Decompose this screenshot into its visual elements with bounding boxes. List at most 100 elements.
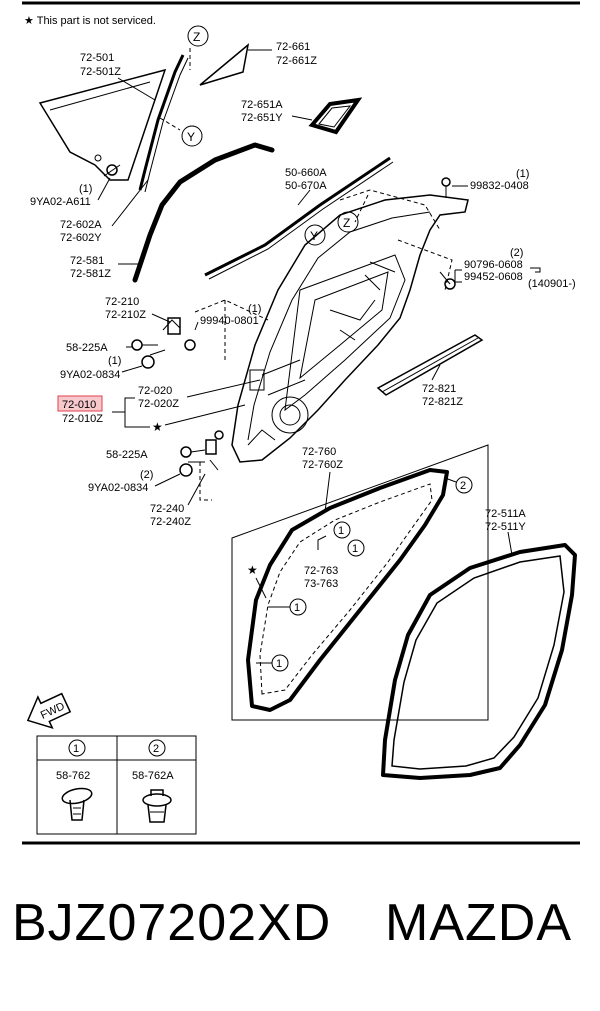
door-weatherstrip[interactable] [246, 468, 449, 712]
fwd-arrow-icon: FWD [26, 692, 72, 730]
door-panel[interactable] [231, 194, 469, 463]
label-72-661: 72-661 [276, 41, 310, 53]
parts-diagram: ★ This part is not serviced. 72-501 72-5… [22, 1, 580, 845]
bolt-9ya02-0834-lower[interactable] [179, 461, 205, 477]
marker-y-top: Y [159, 117, 203, 147]
body-weatherstrip[interactable] [381, 543, 577, 780]
label-72-010: 72-010 [62, 399, 96, 411]
qty-99832: (1) [516, 168, 529, 180]
label-9ya02-0834-lower: 9YA02-0834 [88, 482, 148, 494]
svg-text:2: 2 [153, 743, 159, 755]
label-58-225a-lower: 58-225A [106, 449, 148, 461]
footer-part-number: BJZ07202XD [12, 894, 332, 952]
svg-text:1: 1 [294, 602, 300, 614]
label-72-661z: 72-661Z [276, 55, 317, 67]
label-99452-0608: 99452-0608 [464, 271, 523, 283]
glass-channel[interactable] [138, 54, 189, 193]
label-99940-0801: 99940-0801 [200, 315, 259, 327]
label-58-225a-upper: 58-225A [66, 342, 108, 354]
svg-text:1: 1 [338, 525, 344, 537]
highlight-72-010[interactable] [57, 395, 103, 412]
marker-z-mid: Z [337, 211, 359, 233]
run-channel[interactable] [132, 142, 275, 283]
svg-text:Y: Y [310, 229, 318, 243]
marker-y-mid: Y [304, 224, 326, 246]
label-72-760: 72-760 [302, 446, 336, 458]
corner-weatherstrip[interactable] [308, 97, 363, 135]
marker-1-d: 1 [271, 654, 289, 672]
clip-2-number: 2 [148, 739, 166, 757]
svg-text:FWD: FWD [39, 700, 67, 721]
service-note: ★ This part is not serviced. [24, 15, 156, 27]
label-72-602y: 72-602Y [60, 232, 102, 244]
svg-text:1: 1 [276, 658, 282, 670]
svg-text:Z: Z [343, 216, 350, 230]
footer: BJZ07202XD MAZDA [0, 893, 600, 973]
label-72-240: 72-240 [150, 503, 184, 515]
clip-2-icon[interactable] [142, 789, 172, 823]
label-90796-0608: 90796-0608 [464, 259, 523, 271]
qty-9ya02-0834-upper: (1) [108, 355, 121, 367]
label-72-581: 72-581 [70, 255, 104, 267]
bolt-99832-0408[interactable] [441, 177, 451, 198]
quarter-glass[interactable] [199, 43, 250, 86]
label-72-821: 72-821 [422, 383, 456, 395]
label-72-763: 72-763 [304, 565, 338, 577]
bolt-90796-0608[interactable] [439, 271, 456, 290]
label-72-020: 72-020 [138, 385, 172, 397]
marker-2-a: 2 [455, 476, 473, 494]
label-72-010z: 72-010Z [62, 413, 103, 425]
label-72-602a: 72-602A [60, 219, 102, 231]
qty-9ya02-0834-lower: (2) [140, 469, 153, 481]
marker-1-b: 1 [347, 539, 365, 557]
label-50-670a: 50-670A [285, 180, 327, 192]
label-72-210: 72-210 [105, 296, 139, 308]
label-72-651y: 72-651Y [241, 112, 283, 124]
marker-z-top: Z [187, 25, 209, 70]
label-72-501: 72-501 [80, 52, 114, 64]
svg-text:Z: Z [193, 30, 200, 44]
footer-brand: MAZDA [385, 894, 572, 952]
label-72-240z: 72-240Z [150, 516, 191, 528]
label-9ya02-a611: 9YA02-A611 [30, 196, 91, 208]
clip-2-part: 58-762A [132, 770, 174, 782]
belt-moulding[interactable] [204, 156, 394, 280]
svg-text:1: 1 [73, 743, 79, 755]
label-72-511a: 72-511A [485, 508, 526, 520]
clip-72-763[interactable] [317, 535, 327, 550]
qty-90796: (2) [510, 247, 523, 259]
label-72-821z: 72-821Z [422, 396, 463, 408]
label-72-020z: 72-020Z [138, 398, 179, 410]
label-72-760z: 72-760Z [302, 459, 343, 471]
clip-1-icon[interactable] [61, 786, 93, 821]
label-72-210z: 72-210Z [105, 309, 146, 321]
bolt-9ya02-0834-upper[interactable] [141, 349, 166, 369]
label-73-763: 73-763 [304, 578, 338, 590]
inset-box [231, 444, 489, 721]
svg-text:2: 2 [460, 480, 466, 492]
qty-9ya02-a611: (1) [79, 183, 92, 195]
door-trim-strip[interactable] [376, 334, 484, 396]
upper-hinge[interactable] [162, 317, 196, 351]
label-72-581z: 72-581Z [70, 268, 111, 280]
star-weatherstrip: ★ [247, 563, 258, 577]
label-72-501z: 72-501Z [80, 66, 121, 78]
label-140901: (140901-) [528, 278, 576, 290]
lower-hinge[interactable] [205, 430, 224, 471]
qty-99940: (1) [248, 303, 261, 315]
marker-1-c: 1 [289, 598, 307, 616]
clip-1-part: 58-762 [56, 770, 90, 782]
star-door-assembly: ★ [152, 420, 163, 434]
label-9ya02-0834-upper: 9YA02-0834 [60, 369, 120, 381]
bolt-9ya02-a611[interactable] [94, 154, 121, 177]
svg-text:Y: Y [187, 130, 195, 144]
svg-text:1: 1 [352, 543, 358, 555]
marker-1-a: 1 [333, 521, 351, 539]
label-72-651a: 72-651A [241, 99, 283, 111]
bolt-58-225a-upper[interactable] [131, 339, 158, 351]
clip-1-number: 1 [68, 739, 86, 757]
bolt-58-225a-lower[interactable] [180, 446, 206, 458]
label-50-660a: 50-660A [285, 167, 327, 179]
label-72-511y: 72-511Y [485, 521, 526, 533]
label-99832-0408: 99832-0408 [470, 180, 529, 192]
